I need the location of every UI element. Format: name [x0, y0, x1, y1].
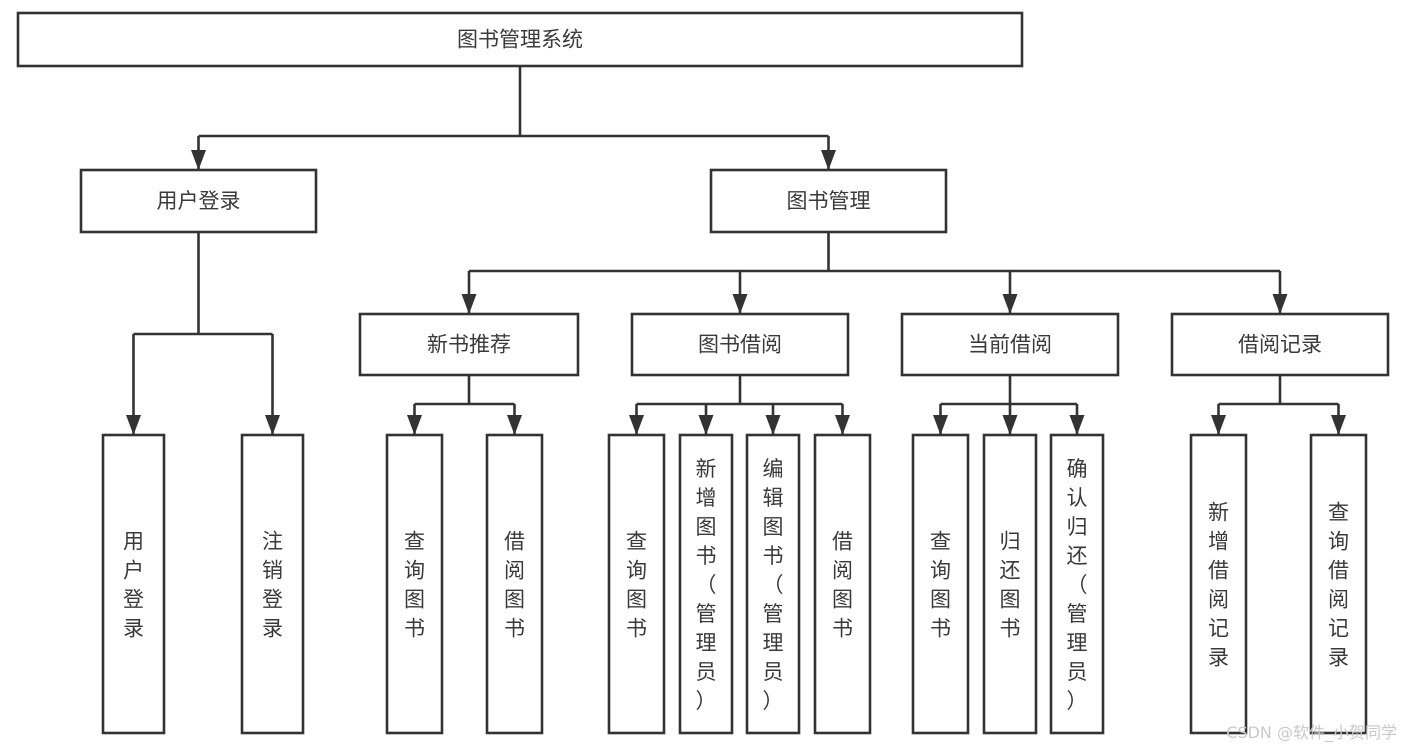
arrow-head-icon	[1211, 415, 1226, 435]
arrow-head-icon	[698, 415, 714, 435]
node-label: 查询图书	[930, 530, 951, 641]
node-box	[982, 433, 1038, 735]
arrow-head-icon	[835, 415, 850, 435]
arrow-head-icon	[1069, 415, 1085, 435]
node-box	[911, 433, 970, 735]
node-label: 新增借阅记录	[1208, 501, 1229, 670]
node-label: 查询图书	[404, 530, 425, 641]
node-label: 当前借阅	[968, 333, 1052, 357]
node-label: 新增图书（管理员）	[696, 457, 717, 713]
node-leaf-borrow-books-borrow[interactable]: 借阅图书	[813, 433, 872, 735]
node-box	[813, 433, 872, 735]
node-root[interactable]: 图书管理系统	[16, 11, 1024, 68]
node-label: 图书管理	[787, 189, 871, 213]
node-leaf-logout[interactable]: 注销登录	[240, 433, 305, 735]
node-box	[16, 11, 1024, 68]
node-box	[630, 312, 850, 377]
node-leaf-query-books-recommend[interactable]: 查询图书	[385, 433, 444, 735]
node-leaf-add-borrow-record[interactable]: 新增借阅记录	[1189, 433, 1248, 735]
node-box	[1049, 433, 1105, 735]
node-leaf-confirm-return-admin[interactable]: 确认归还（管理员）	[1049, 433, 1105, 735]
node-label: 编辑图书（管理员）	[763, 457, 784, 713]
arrow-head-icon	[765, 415, 781, 435]
node-box	[358, 312, 580, 377]
node-label: 注销登录	[262, 530, 283, 641]
connector-lines	[126, 66, 1346, 435]
node-label: 用户登录	[123, 530, 144, 641]
arrow-head-icon	[1331, 415, 1346, 435]
node-book-management[interactable]: 图书管理	[709, 168, 948, 234]
node-box	[240, 433, 305, 735]
node-label: 归还图书	[1000, 530, 1021, 641]
node-box	[79, 168, 318, 234]
node-label: 借阅图书	[504, 530, 525, 641]
arrow-head-icon	[126, 415, 141, 435]
node-label: 图书借阅	[698, 333, 782, 357]
node-label: 借阅记录	[1238, 333, 1322, 357]
node-label: 查询图书	[626, 530, 647, 641]
node-leaf-query-books-current[interactable]: 查询图书	[911, 433, 970, 735]
node-current-borrow[interactable]: 当前借阅	[900, 312, 1120, 377]
arrow-head-icon	[1002, 294, 1018, 314]
node-box	[745, 433, 801, 735]
node-box	[678, 433, 734, 735]
node-box	[485, 433, 544, 735]
node-book-borrow[interactable]: 图书借阅	[630, 312, 850, 377]
node-user-login[interactable]: 用户登录	[79, 168, 318, 234]
node-label: 确认归还（管理员）	[1067, 457, 1088, 713]
arrow-head-icon	[732, 294, 748, 314]
arrow-head-icon	[507, 415, 522, 435]
node-label: 查询借阅记录	[1328, 501, 1349, 670]
node-leaf-borrow-books-recommend[interactable]: 借阅图书	[485, 433, 544, 735]
node-label: 新书推荐	[427, 333, 511, 357]
arrow-head-icon	[265, 415, 280, 435]
node-leaf-query-books-borrow[interactable]: 查询图书	[607, 433, 666, 735]
arrow-head-icon	[1002, 415, 1018, 435]
node-box	[607, 433, 666, 735]
diagram-nodes: 图书管理系统用户登录图书管理新书推荐图书借阅当前借阅借阅记录用户登录注销登录查询…	[16, 11, 1390, 735]
node-box	[101, 433, 166, 735]
arrow-head-icon	[461, 294, 477, 314]
arrow-head-icon	[629, 415, 644, 435]
node-new-book-recommend[interactable]: 新书推荐	[358, 312, 580, 377]
node-box	[1189, 433, 1248, 735]
node-leaf-add-book-admin[interactable]: 新增图书（管理员）	[678, 433, 734, 735]
arrow-head-icon	[1272, 294, 1288, 314]
node-leaf-user-login[interactable]: 用户登录	[101, 433, 166, 735]
arrow-head-icon	[191, 150, 206, 170]
node-box	[709, 168, 948, 234]
arrow-head-icon	[821, 150, 836, 170]
node-label: 借阅图书	[832, 530, 853, 641]
arrow-head-icon	[933, 415, 948, 435]
csdn-watermark: CSDN @软件_小贺同学	[1226, 723, 1397, 742]
node-box	[1309, 433, 1368, 735]
node-leaf-edit-book-admin[interactable]: 编辑图书（管理员）	[745, 433, 801, 735]
node-label: 图书管理系统	[457, 28, 583, 52]
arrow-head-icon	[407, 415, 422, 435]
node-borrow-record[interactable]: 借阅记录	[1170, 312, 1390, 377]
node-leaf-return-books[interactable]: 归还图书	[982, 433, 1038, 735]
node-box	[1170, 312, 1390, 377]
node-box	[900, 312, 1120, 377]
node-leaf-query-borrow-record[interactable]: 查询借阅记录	[1309, 433, 1368, 735]
node-label: 用户登录	[157, 189, 241, 213]
node-box	[385, 433, 444, 735]
